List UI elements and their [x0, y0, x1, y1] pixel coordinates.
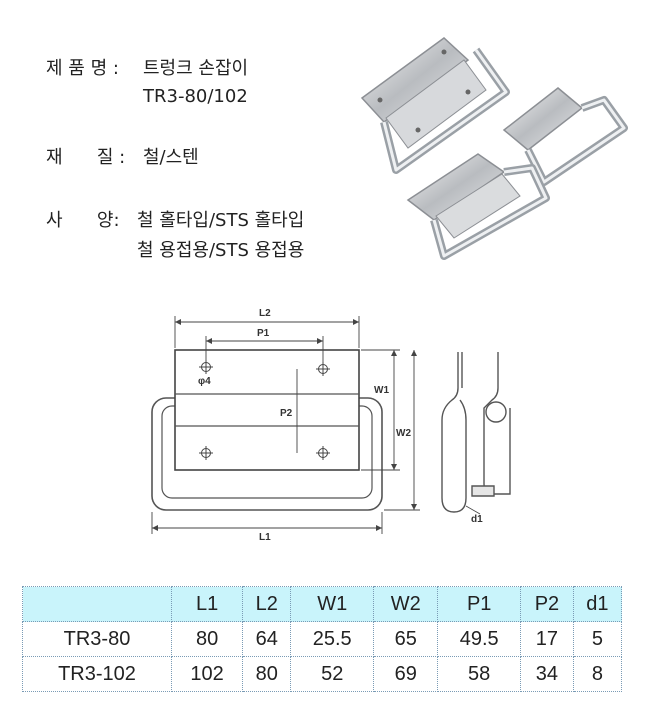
table-cell: 64 — [242, 621, 292, 657]
table-cell: 58 — [437, 656, 522, 692]
handle-photo-3 — [406, 153, 550, 260]
spec-line-1: 철 홀타입/STS 홀타입 — [137, 210, 305, 231]
table-cell: 65 — [373, 621, 439, 657]
table-cell: 25.5 — [290, 621, 375, 657]
technical-drawing: L2 P1 φ4 P2 W1 W2 L1 d1 — [151, 308, 511, 543]
table-header-cell: P2 — [520, 586, 574, 622]
product-model-value: TR3-80/102 — [143, 86, 248, 107]
table-cell: 80 — [170, 621, 244, 657]
product-name-value: 트렁크 손잡이 — [143, 58, 249, 79]
label-W1: W1 — [374, 385, 389, 396]
product-photo — [360, 37, 628, 260]
table-cell: 49.5 — [437, 621, 522, 657]
table-header-cell: L1 — [170, 586, 244, 622]
table-cell-model: TR3-80 — [22, 621, 172, 657]
table-cell: 52 — [290, 656, 375, 692]
table-header-cell: L2 — [242, 586, 292, 622]
label-L1: L1 — [259, 532, 271, 543]
table-cell: 17 — [520, 621, 574, 657]
spec-label: 사 양: — [46, 210, 120, 231]
table-cell: 8 — [572, 656, 623, 692]
spec-line-2: 철 용접용/STS 용접용 — [137, 240, 305, 261]
table-header-cell: W1 — [290, 586, 375, 622]
dimensions-table: L1 L2 W1 W2 P1 P2 d1 TR3-80 80 64 25.5 6… — [22, 586, 623, 692]
table-cell: 80 — [242, 656, 292, 692]
label-phi4: φ4 — [198, 376, 211, 387]
mounting-holes — [199, 360, 330, 460]
handle-photo-1 — [360, 37, 510, 174]
label-W2: W2 — [396, 428, 411, 439]
label-L2: L2 — [259, 308, 271, 319]
label-P1: P1 — [257, 328, 270, 339]
material-value: 철/스텐 — [143, 147, 199, 168]
table-header-cell — [22, 586, 172, 622]
table-header-cell: W2 — [373, 586, 439, 622]
table-row: TR3-102 102 80 52 69 58 34 8 — [22, 656, 623, 692]
table-cell: 5 — [572, 621, 623, 657]
mounting-plate — [174, 349, 360, 471]
side-view-1 — [441, 352, 467, 513]
side-view-2 — [471, 352, 511, 497]
handle-photo-2 — [502, 87, 628, 186]
table-cell: 34 — [520, 656, 574, 692]
table-cell: 69 — [373, 656, 439, 692]
table-row: TR3-80 80 64 25.5 65 49.5 17 5 — [22, 621, 623, 657]
table-header-row: L1 L2 W1 W2 P1 P2 d1 — [22, 586, 623, 622]
label-d1: d1 — [471, 514, 483, 525]
table-cell: 102 — [170, 656, 244, 692]
table-header-cell: P1 — [437, 586, 522, 622]
table-cell-model: TR3-102 — [22, 656, 172, 692]
material-label: 재 질 : — [46, 147, 126, 168]
product-name-label: 제 품 명 : — [46, 58, 119, 79]
label-P2: P2 — [280, 408, 293, 419]
table-header-cell: d1 — [572, 586, 623, 622]
